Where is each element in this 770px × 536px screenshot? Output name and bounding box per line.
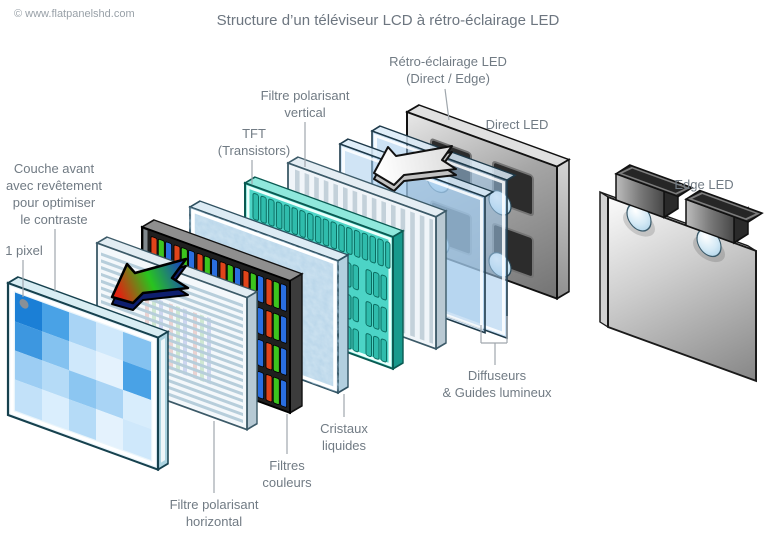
label-pixel: 1 pixel [5,243,43,258]
edge-led-module [614,164,694,219]
label-tft: TFT (Transistors) [217,126,291,158]
label-edge-led: Edge LED [674,177,734,192]
white-light-arrow-icon [373,145,457,192]
rgb-light-arrow-icon [110,257,190,311]
page-title: Structure d’un téléviseur LCD à rétro-éc… [216,12,560,29]
label-filtres-couleurs: Filtres couleurs [262,458,312,490]
edge-led-module [684,189,764,245]
label-cristaux: Cristaux liquides [320,421,368,453]
watermark: © www.flatpanelshd.com [14,8,135,20]
front-layer-panel [6,276,170,472]
pixel-grid [15,292,151,461]
label-diffuseurs: Diffuseurs & Guides lumineux [442,368,552,400]
label-connectors [22,88,508,493]
pixel-marker-dot [19,299,29,309]
label-filtre-horizontal: Filtre polarisant horizontal [169,497,259,529]
connector-diffuseurs-bracket [480,316,508,365]
edge-led-assembly [599,164,764,383]
connector-retro-eclairage [444,88,450,121]
label-couche-avant: Couche avant avec revêtement pour optimi… [5,161,103,227]
label-retro-eclairage: Rétro-éclairage LED (Direct / Edge) [389,54,507,86]
label-direct-led: Direct LED [485,117,549,132]
label-filtre-vertical: Filtre polarisant vertical [260,88,350,120]
